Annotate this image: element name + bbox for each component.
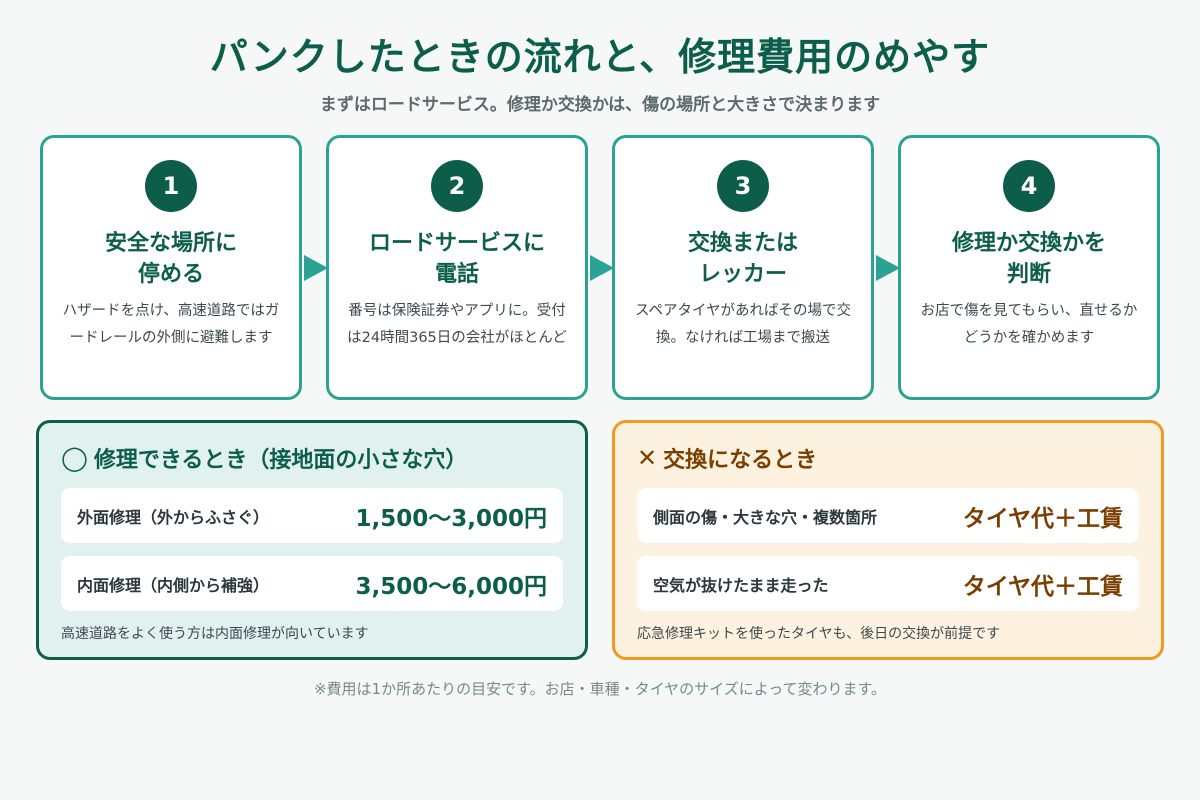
arrow-right-icon bbox=[876, 255, 900, 281]
row-label: 側面の傷・大きな穴・複数箇所 bbox=[653, 507, 878, 527]
row-price: タイヤ代＋工賃 bbox=[962, 573, 1123, 600]
page-title: パンクしたときの流れと、修理費用のめやす bbox=[209, 35, 991, 79]
step-card-1: 1 安全な場所に 停める ハザードを点け、高速道路ではガードレールの外側に避難し… bbox=[40, 135, 302, 400]
step-description: スペアタイヤがあればその場で交換。なければ工場まで搬送 bbox=[634, 303, 852, 346]
step-description: ハザードを点け、高速道路ではガードレールの外側に避難します bbox=[62, 303, 280, 346]
step-title: 安全な場所に 停める bbox=[104, 231, 237, 287]
replace-row-side-damage: 側面の傷・大きな穴・複数箇所 タイヤ代＋工賃 bbox=[637, 488, 1139, 543]
step-card-4: 4 修理か交換かを 判断 お店で傷を見てもらい、直せるかどうかを確かめます bbox=[898, 135, 1160, 400]
repair-row-inner: 内面修理（内側から補強） 3,500〜6,000円 bbox=[61, 556, 563, 611]
replace-heading: ✕ 交換になるとき bbox=[637, 441, 1139, 475]
repair-row-outer: 外面修理（外からふさぐ） 1,500〜3,000円 bbox=[61, 488, 563, 543]
footnote: ※費用は1か所あたりの目安です。お店・車種・タイヤのサイズによって変わります。 bbox=[313, 680, 887, 698]
step-title: 修理か交換かを 判断 bbox=[951, 231, 1106, 287]
step-description: お店で傷を見てもらい、直せるかどうかを確かめます bbox=[920, 303, 1138, 346]
row-price: 1,500〜3,000円 bbox=[355, 505, 547, 532]
step-title: ロードサービスに 電話 bbox=[368, 231, 545, 287]
replace-panel: ✕ 交換になるとき 側面の傷・大きな穴・複数箇所 タイヤ代＋工賃 空気が抜けたま… bbox=[612, 420, 1164, 660]
step-card-2: 2 ロードサービスに 電話 番号は保険証券やアプリに。受付は24時間365日の会… bbox=[326, 135, 588, 400]
steps-flow: 1 安全な場所に 停める ハザードを点け、高速道路ではガードレールの外側に避難し… bbox=[40, 135, 1160, 400]
step-number: 2 bbox=[431, 160, 483, 212]
repair-heading-text: 修理できるとき（接地面の小さな穴） bbox=[93, 448, 468, 473]
arrow-right-icon bbox=[304, 255, 328, 281]
step-description: 番号は保険証券やアプリに。受付は24時間365日の会社がほとんど bbox=[347, 303, 567, 346]
step-number: 4 bbox=[1003, 160, 1055, 212]
row-price: タイヤ代＋工賃 bbox=[962, 505, 1123, 532]
cross-icon: ✕ bbox=[637, 444, 658, 472]
replace-heading-text: 交換になるとき bbox=[663, 448, 818, 473]
replace-note: 応急修理キットを使ったタイヤも、後日の交換が前提です bbox=[637, 626, 1001, 642]
row-price: 3,500〜6,000円 bbox=[355, 573, 547, 600]
page-subtitle: まずはロードサービス。修理か交換かは、傷の場所と大きさで決まります bbox=[319, 95, 881, 115]
row-label: 空気が抜けたまま走った bbox=[653, 575, 829, 595]
repair-panel: ◯ 修理できるとき（接地面の小さな穴） 外面修理（外からふさぐ） 1,500〜3… bbox=[36, 420, 588, 660]
row-label: 内面修理（内側から補強） bbox=[77, 575, 270, 595]
repair-heading: ◯ 修理できるとき（接地面の小さな穴） bbox=[61, 441, 563, 475]
step-card-3: 3 交換または レッカー スペアタイヤがあればその場で交換。なければ工場まで搬送 bbox=[612, 135, 874, 400]
step-title: 交換または レッカー bbox=[687, 231, 798, 287]
repair-note: 高速道路をよく使う方は内面修理が向いています bbox=[61, 626, 369, 642]
step-number: 3 bbox=[717, 160, 769, 212]
row-label: 外面修理（外からふさぐ） bbox=[77, 507, 270, 527]
arrow-right-icon bbox=[590, 255, 614, 281]
replace-row-flat-driven: 空気が抜けたまま走った タイヤ代＋工賃 bbox=[637, 556, 1139, 611]
circle-icon: ◯ bbox=[61, 444, 88, 472]
step-number: 1 bbox=[145, 160, 197, 212]
